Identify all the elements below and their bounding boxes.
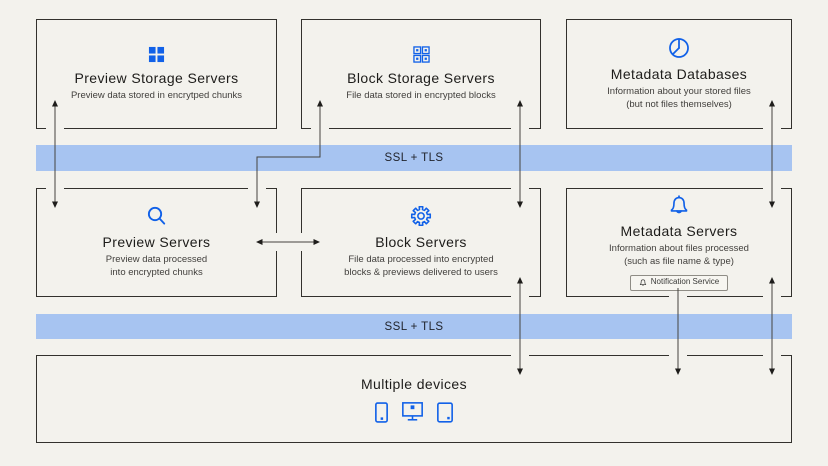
box-title: Metadata Servers [620, 223, 738, 240]
border-gap-patch [248, 185, 266, 192]
pie-chart-icon [669, 37, 689, 58]
box-title: Multiple devices [361, 375, 467, 392]
border-gap-patch [763, 352, 781, 359]
box-title: Preview Storage Servers [74, 69, 239, 86]
box-title: Block Servers [375, 234, 467, 251]
ssl-tls-label: SSL + TLS [384, 152, 444, 164]
metadata-servers-box: Metadata Servers Information about files… [566, 188, 792, 297]
bell-icon [639, 279, 646, 286]
block-storage-servers-box: Block Storage Servers File data stored i… [301, 19, 541, 129]
gear-icon [410, 206, 432, 227]
border-gap-patch [511, 352, 529, 359]
device-icons-row [375, 401, 453, 423]
border-gap-patch [311, 125, 329, 132]
box-subtitle: blocks & previews delivered to users [344, 267, 498, 278]
border-gap-patch [669, 352, 687, 359]
border-gap-patch [763, 125, 781, 132]
tablet-icon [437, 401, 453, 423]
border-gap-patch [763, 185, 781, 192]
box-subtitle: Information about files processed [609, 243, 749, 255]
smartphone-icon [375, 401, 388, 423]
box-subtitle: File data stored in encrypted blocks [346, 89, 496, 101]
notification-service-badge: Notification Service [629, 274, 729, 291]
preview-storage-servers-box: Preview Storage Servers Preview data sto… [36, 19, 277, 129]
box-subtitle: (such as file name & type) [624, 256, 734, 267]
grid-outline-icon [412, 45, 430, 63]
preview-servers-box: Preview Servers Preview data processed i… [36, 188, 277, 297]
box-subtitle: Preview data stored in encrytped chunks [70, 89, 243, 101]
multiple-devices-box: Multiple devices [36, 355, 792, 443]
notification-service-label: Notification Service [650, 277, 720, 287]
metadata-databases-box: Metadata Databases Information about you… [566, 19, 792, 129]
border-gap-patch [46, 185, 64, 192]
box-title: Block Storage Servers [347, 69, 495, 86]
border-gap-patch [511, 293, 529, 300]
border-gap-patch [511, 185, 529, 192]
border-gap-patch [46, 125, 64, 132]
border-gap-patch [511, 125, 529, 132]
ssl-tls-band-upper: SSL + TLS [36, 145, 792, 171]
border-gap-patch [669, 293, 687, 300]
border-gap-patch [763, 293, 781, 300]
box-subtitle: Information about your stored files [607, 85, 751, 97]
box-subtitle: into encrypted chunks [110, 267, 203, 278]
monitor-icon [402, 402, 423, 421]
grid-filled-icon [148, 46, 165, 62]
magnifier-icon [147, 207, 165, 225]
box-title: Preview Servers [102, 234, 211, 251]
box-subtitle: Preview data processed [105, 254, 208, 266]
box-title: Metadata Databases [610, 65, 748, 82]
block-servers-box: Block Servers File data processed into e… [301, 188, 541, 297]
bell-icon [670, 195, 688, 214]
border-gap-patch [298, 233, 305, 251]
ssl-tls-label: SSL + TLS [384, 320, 444, 333]
box-subtitle: (but not files themselves) [626, 98, 732, 110]
border-gap-patch [273, 233, 280, 251]
box-subtitle: File data processed into encrypted [348, 254, 494, 266]
ssl-tls-band-lower: SSL + TLS [36, 314, 792, 339]
